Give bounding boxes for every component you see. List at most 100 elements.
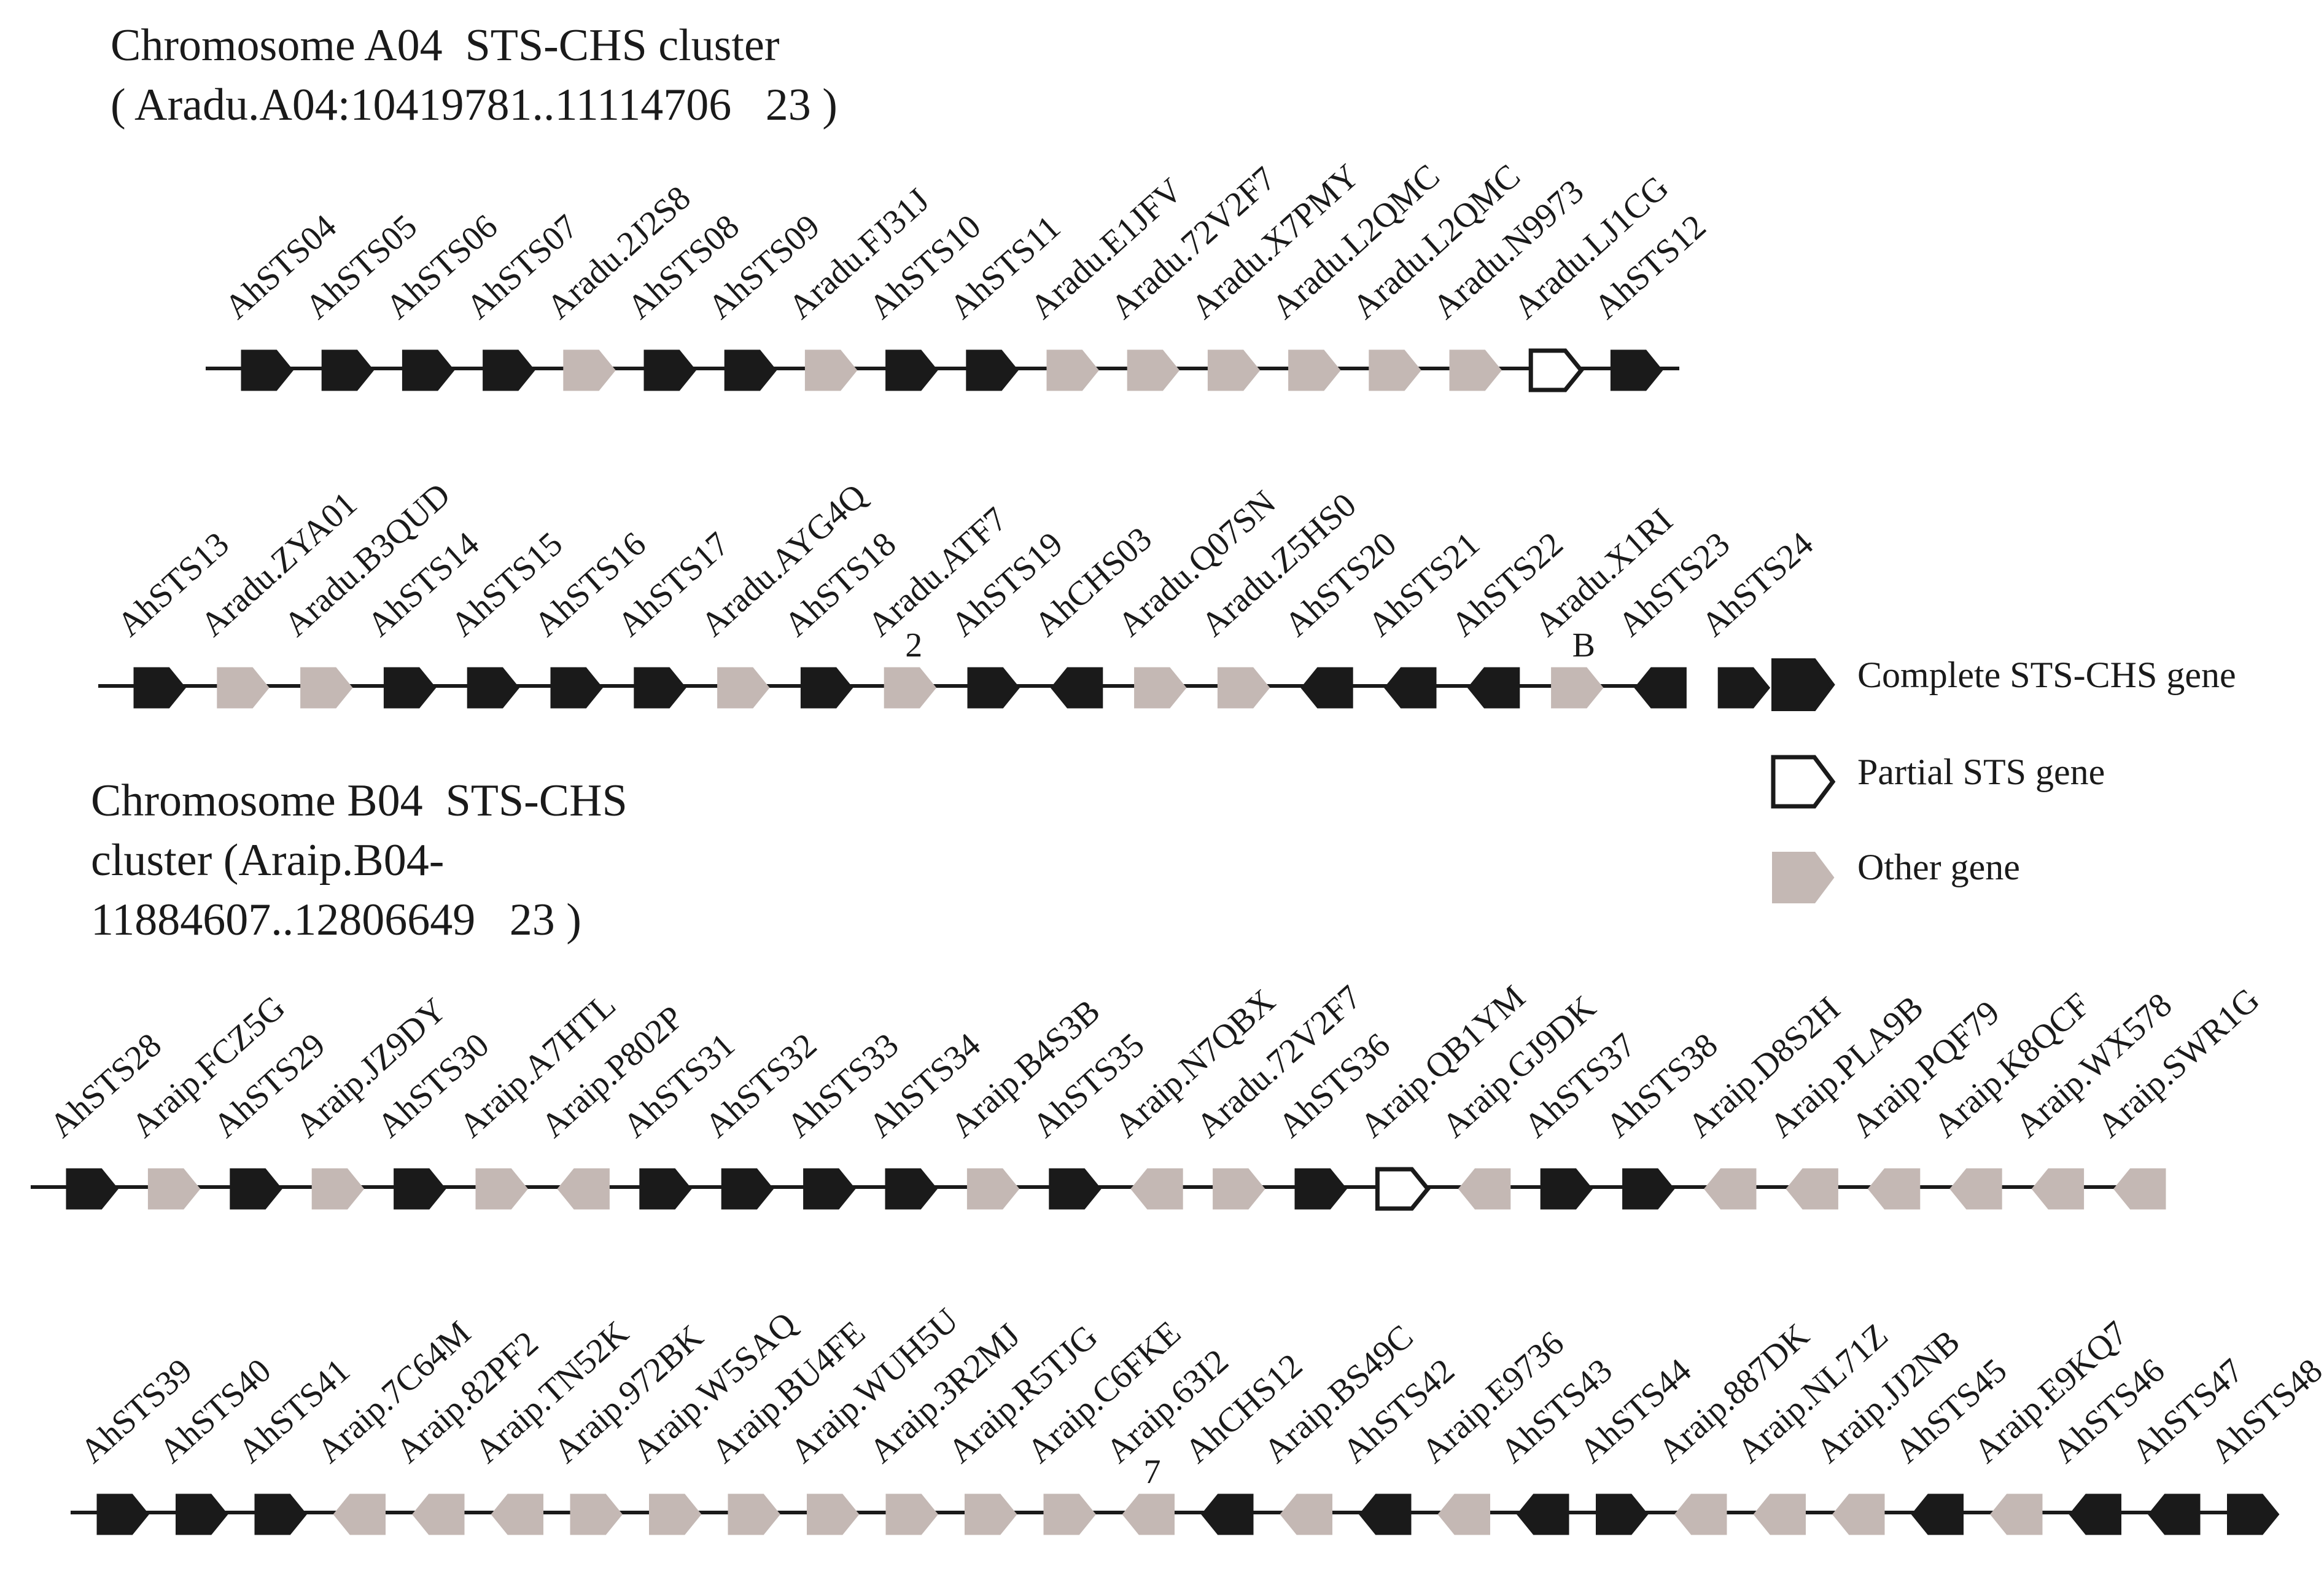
gene-marker — [475, 1168, 528, 1210]
gene-marker — [966, 349, 1019, 391]
gene-marker — [1127, 349, 1180, 391]
gene-marker — [639, 1168, 692, 1210]
legend-partial-label: Partial STS gene — [1857, 752, 2105, 792]
gene-marker — [885, 1493, 938, 1535]
gene-marker — [1300, 667, 1353, 709]
gene-marker — [491, 1493, 543, 1535]
gene-marker — [1528, 348, 1584, 392]
gene-marker — [311, 1168, 365, 1210]
gene-marker — [176, 1493, 228, 1535]
gene-marker — [1130, 1168, 1183, 1210]
gene-marker — [2148, 1493, 2201, 1535]
gene-marker — [721, 1168, 774, 1210]
gene-marker — [402, 349, 455, 391]
gene-marker — [1911, 1493, 1964, 1535]
gene-marker — [1674, 1493, 1727, 1535]
gene-marker — [724, 349, 777, 391]
gene-marker — [1458, 1168, 1511, 1210]
gene-marker — [803, 1168, 856, 1210]
gene-marker — [300, 667, 353, 709]
gene-marker — [966, 1168, 1020, 1210]
gene-marker — [133, 667, 186, 709]
legend-complete-icon — [1771, 658, 1835, 711]
gene-marker — [1201, 1493, 1254, 1535]
gene-marker — [241, 349, 293, 391]
gene-marker — [1990, 1493, 2043, 1535]
gene-marker — [717, 667, 770, 709]
gene-marker — [1867, 1168, 1921, 1210]
gene-marker — [394, 1168, 446, 1210]
gene-marker — [965, 1493, 1017, 1535]
gene-marker — [1437, 1493, 1490, 1535]
gene-marker — [1717, 667, 1771, 709]
gene-marker — [1369, 349, 1421, 391]
gene-marker — [1517, 1493, 1569, 1535]
gene-marker — [147, 1168, 201, 1210]
gene-marker — [1949, 1168, 2002, 1210]
gene-marker — [2031, 1168, 2085, 1210]
gene-marker — [884, 667, 937, 709]
gene-marker — [1610, 349, 1663, 391]
gene-marker — [254, 1493, 307, 1535]
gene-marker — [1540, 1168, 1593, 1210]
gene-marker — [2069, 1493, 2121, 1535]
gene-marker — [1375, 1167, 1431, 1211]
gene-marker — [1551, 667, 1604, 709]
gene-marker — [570, 1493, 623, 1535]
b04-title-line3: 11884607..12806649 23 ) — [91, 895, 581, 945]
gene-marker — [1280, 1493, 1332, 1535]
a04-title-line2: ( Aradu.A04:10419781..11114706 23 ) — [111, 80, 837, 130]
gene-label-suffix: B — [1572, 626, 1595, 664]
gene-marker — [1384, 667, 1437, 709]
gene-marker — [483, 349, 535, 391]
gene-marker — [2113, 1168, 2166, 1210]
gene-marker — [1134, 667, 1187, 709]
gene-marker — [649, 1493, 702, 1535]
gene-marker — [1622, 1168, 1675, 1210]
gene-marker — [643, 349, 696, 391]
gene-marker — [1449, 349, 1502, 391]
gene-marker — [383, 667, 437, 709]
gene-marker — [885, 349, 938, 391]
gene-marker — [1359, 1493, 1412, 1535]
gene-marker — [1634, 667, 1687, 709]
gene-marker — [1288, 349, 1341, 391]
b04-title-line2: cluster (Araip.B04- — [91, 835, 445, 886]
gene-marker — [1122, 1493, 1175, 1535]
gene-marker — [807, 1493, 860, 1535]
gene-marker — [230, 1168, 282, 1210]
b04-title-line1: Chromosome B04 STS-CHS — [91, 776, 628, 826]
gene-marker — [1213, 1168, 1265, 1210]
gene-marker — [467, 667, 520, 709]
gene-marker — [1704, 1168, 1757, 1210]
gene-label-suffix: 2 — [905, 626, 922, 664]
gene-marker — [1043, 1493, 1096, 1535]
legend-other-icon — [1772, 852, 1835, 903]
gene-marker — [66, 1168, 119, 1210]
gene-marker — [1294, 1168, 1347, 1210]
gene-marker — [557, 1168, 610, 1210]
a04-title-line1: Chromosome A04 STS-CHS cluster — [111, 20, 780, 71]
gene-marker — [217, 667, 270, 709]
gene-marker — [1467, 667, 1520, 709]
gene-marker — [563, 349, 616, 391]
gene-marker — [333, 1493, 386, 1535]
gene-marker — [800, 667, 853, 709]
legend-complete-label: Complete STS-CHS gene — [1857, 655, 2236, 695]
gene-marker — [1046, 349, 1099, 391]
legend-partial-icon — [1771, 755, 1836, 809]
gene-marker — [804, 349, 858, 391]
gene-marker — [1217, 667, 1270, 709]
gene-marker — [1786, 1168, 1838, 1210]
gene-marker — [1049, 1168, 1102, 1210]
gene-marker — [1753, 1493, 1806, 1535]
gene-marker — [634, 667, 686, 709]
gene-marker — [1050, 667, 1103, 709]
gene-marker — [2227, 1493, 2280, 1535]
gene-marker — [1207, 349, 1261, 391]
gene-marker — [1596, 1493, 1649, 1535]
gene-marker — [550, 667, 603, 709]
gene-marker — [885, 1168, 938, 1210]
